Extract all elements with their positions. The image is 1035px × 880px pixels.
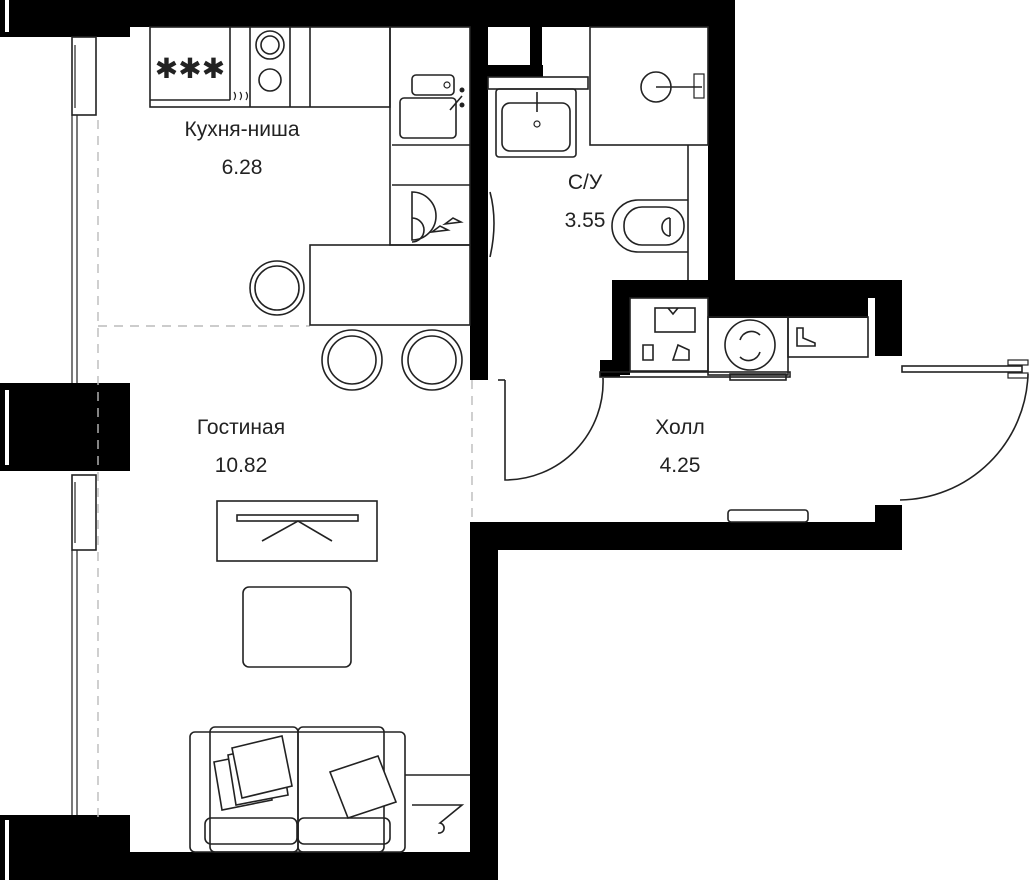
hob-icon: ✱✱✱ bbox=[155, 52, 225, 85]
room-name: С/У bbox=[567, 171, 603, 194]
bathroom-fixtures bbox=[487, 26, 709, 280]
room-label-bathroom: С/У 3.55 bbox=[565, 171, 606, 233]
walls bbox=[0, 0, 902, 880]
living-fixtures bbox=[189, 500, 470, 853]
room-label-living: Гостиная 10.82 bbox=[197, 416, 285, 478]
room-name: Кухня-ниша bbox=[184, 118, 300, 141]
room-name: Гостиная bbox=[196, 416, 286, 439]
room-area: 6.28 bbox=[221, 156, 263, 179]
room-label-hall: Холл 4.25 bbox=[655, 416, 705, 478]
room-label-kitchen: Кухня-ниша 6.28 bbox=[184, 118, 299, 180]
kitchen-fixtures: ✱✱✱ bbox=[149, 26, 471, 391]
hall-fixtures bbox=[498, 297, 1029, 523]
room-area: 3.55 bbox=[564, 209, 606, 232]
room-area: 4.25 bbox=[659, 454, 701, 477]
windows bbox=[71, 36, 97, 815]
room-area: 10.82 bbox=[214, 454, 268, 477]
room-name: Холл bbox=[655, 416, 705, 439]
